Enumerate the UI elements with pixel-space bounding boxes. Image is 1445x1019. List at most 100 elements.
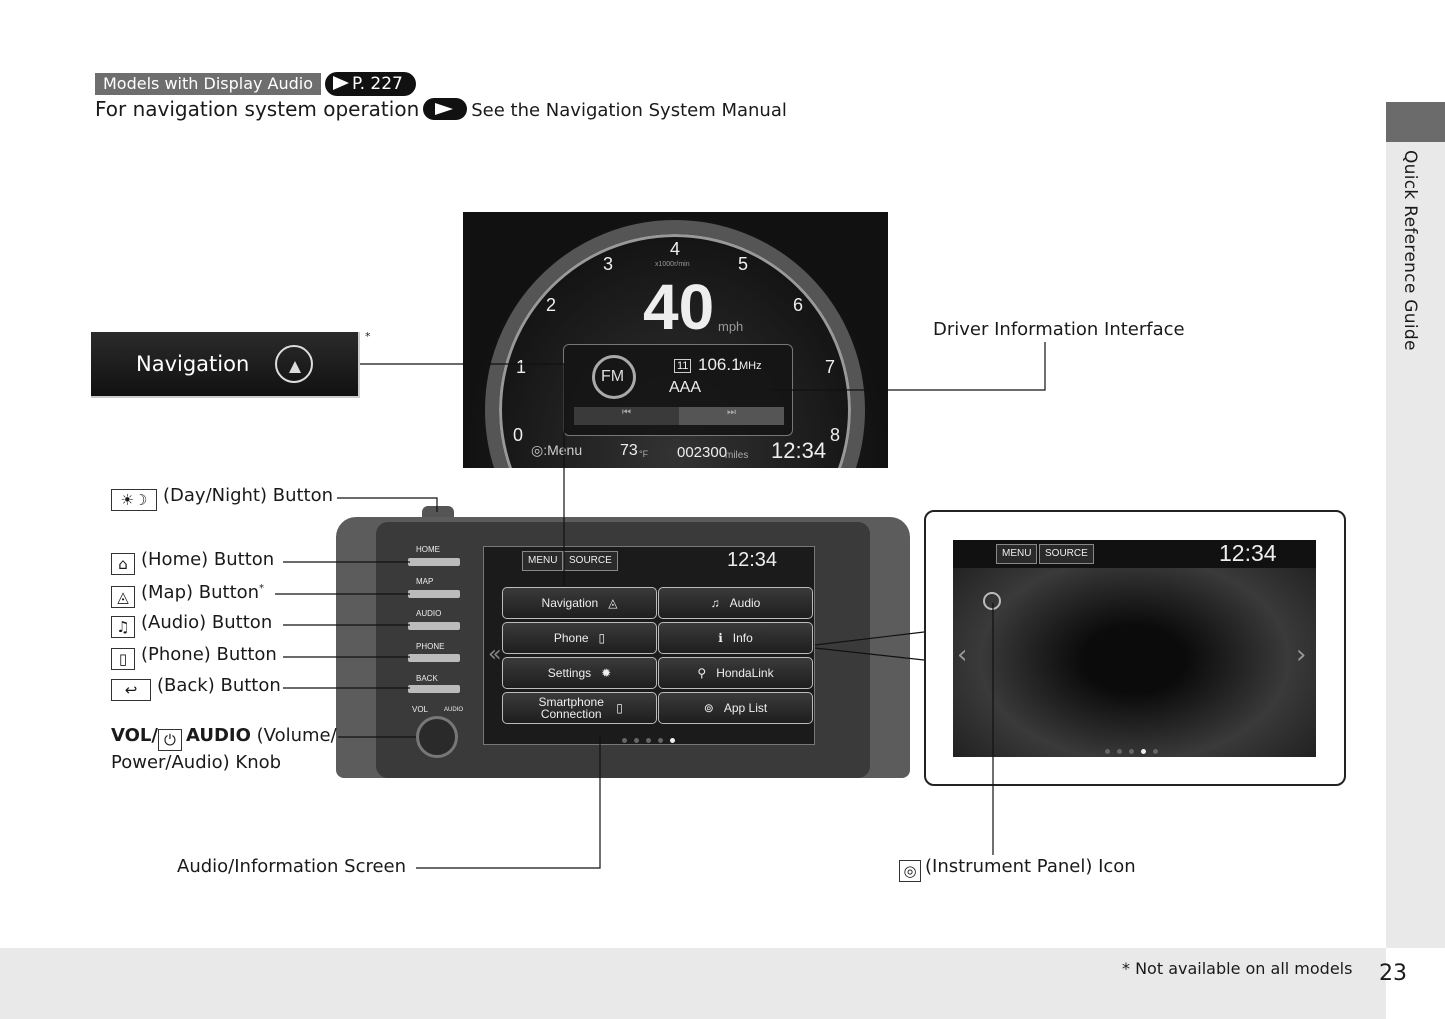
phone-label: ▯ (Phone) Button bbox=[111, 644, 277, 670]
home-hard-button bbox=[408, 558, 460, 566]
footer-band bbox=[0, 948, 1386, 1019]
tile-label: Info bbox=[732, 631, 753, 645]
tick-label: 8 bbox=[830, 425, 841, 445]
seek-controls: ⏮⏭ bbox=[574, 407, 784, 425]
source-button: SOURCE bbox=[563, 551, 618, 571]
screen-label: Audio/Information Screen bbox=[177, 856, 407, 877]
instrument-panel-screen: MENU SOURCE 12:34 ‹ › bbox=[953, 540, 1316, 757]
footnote: * Not available on all models bbox=[1122, 959, 1353, 978]
tile-label: Navigation bbox=[541, 596, 599, 610]
tile-label: Settings bbox=[547, 666, 592, 680]
preset-number: 11 bbox=[674, 359, 692, 373]
tick-label: 6 bbox=[793, 295, 804, 315]
label-text: (Phone) Button bbox=[141, 644, 277, 665]
inset-clock: 12:34 bbox=[1219, 540, 1277, 566]
navigation-button-illustration: Navigation bbox=[91, 332, 360, 398]
menu-hint-text: :Menu bbox=[543, 442, 583, 458]
audio-hard-button bbox=[408, 622, 460, 630]
link-icon: ⚲ bbox=[697, 666, 707, 680]
phone-hard-button bbox=[408, 654, 460, 662]
label-text: (Home) Button bbox=[141, 549, 275, 570]
instrument-icon-label: ◎(Instrument Panel) Icon bbox=[899, 856, 1136, 882]
seek-forward-icon: ⏭ bbox=[679, 407, 784, 425]
tick-label: 3 bbox=[603, 254, 614, 274]
tick-label: 7 bbox=[825, 357, 836, 377]
label-text: AUDIO bbox=[185, 725, 251, 746]
dii-clock: 12:34 bbox=[771, 438, 827, 463]
home-icon: ⌂ bbox=[111, 553, 135, 575]
prev-page-icon: « bbox=[488, 642, 502, 667]
footer-tab-area bbox=[1386, 948, 1445, 1019]
home-hard-label: HOME bbox=[416, 545, 440, 554]
inset-source-button: SOURCE bbox=[1039, 544, 1094, 564]
tile-app-list: ⊚App List bbox=[658, 692, 813, 724]
home-label: ⌂ (Home) Button bbox=[111, 549, 274, 575]
phone-icon: ▯ bbox=[111, 648, 135, 670]
station-name: AAA bbox=[669, 379, 702, 396]
audio-knob-label: AUDIO bbox=[444, 707, 464, 713]
map-hard-label: MAP bbox=[416, 577, 434, 586]
dii-label: Driver Information Interface bbox=[933, 319, 1185, 340]
label-text: Power/Audio) Knob bbox=[111, 752, 282, 773]
map-label: ◬(Map) Button* bbox=[111, 582, 264, 608]
page-indicator bbox=[622, 738, 675, 743]
tile-label: Audio bbox=[729, 596, 761, 610]
tick-label: 1 bbox=[516, 357, 527, 377]
page-number: 23 bbox=[1379, 961, 1407, 986]
tile-settings: Settings ✹ bbox=[502, 657, 657, 689]
audio-info-panel: FM 11 106.1 MHz AAA ⏮⏭ bbox=[563, 344, 793, 436]
tile-label: Phone bbox=[553, 631, 589, 645]
info-icon: ℹ bbox=[718, 631, 723, 645]
screen-clock: 12:34 bbox=[727, 549, 778, 571]
tile-phone: Phone▯ bbox=[502, 622, 657, 654]
instrument-panel-icon bbox=[983, 592, 1001, 610]
back-label: ↩ (Back) Button bbox=[111, 675, 281, 701]
tick-label: 4 bbox=[670, 239, 681, 259]
asterisk: * bbox=[259, 583, 265, 594]
next-page-icon: › bbox=[1296, 640, 1307, 670]
speed-readout: 40 bbox=[643, 271, 715, 343]
back-icon: ↩ bbox=[111, 679, 151, 701]
label-text: (Map) Button bbox=[141, 582, 260, 603]
tick-label: 2 bbox=[546, 295, 557, 315]
tile-hondalink: ⚲HondaLink bbox=[658, 657, 813, 689]
tile-navigation: Navigation ◬ bbox=[502, 587, 657, 619]
side-tab-label: Quick Reference Guide bbox=[1400, 150, 1420, 351]
label-text: (Back) Button bbox=[157, 675, 281, 696]
phone-hard-label: PHONE bbox=[416, 642, 445, 651]
asterisk: * bbox=[365, 330, 371, 343]
gear-icon: ✹ bbox=[601, 666, 612, 680]
sun-moon-icon: ☀☽ bbox=[111, 489, 157, 511]
apps-icon: ⊚ bbox=[703, 701, 714, 715]
menu-hint: ◎:Menu bbox=[531, 442, 582, 459]
rpm-unit: x1000r/min bbox=[655, 261, 690, 268]
map-hard-button bbox=[408, 590, 460, 598]
tile-info: ℹ Info bbox=[658, 622, 813, 654]
nav-button-label: Navigation bbox=[136, 352, 250, 376]
driver-information-interface-screen: 0 1 2 3 4 5 6 7 8 x1000r/min 40 mph FM 1… bbox=[463, 212, 888, 468]
instrument-panel-icon: ◎ bbox=[899, 860, 921, 882]
nav-manual-ref: See the Navigation System Manual bbox=[471, 100, 787, 121]
fm-icon: FM bbox=[592, 355, 636, 399]
map-icon: ◬ bbox=[608, 596, 618, 610]
audio-information-screen: MENU SOURCE 12:34 « Navigation◬ Phone▯ S… bbox=[483, 546, 815, 745]
label-text: (Volume/ bbox=[256, 725, 337, 746]
temp-unit: °F bbox=[639, 449, 649, 459]
models-badge: Models with Display Audio bbox=[95, 73, 322, 95]
label-text: VOL/ bbox=[111, 725, 158, 746]
arrow-icon bbox=[333, 76, 349, 90]
tick-label: 5 bbox=[738, 254, 749, 274]
tile-smartphone: Smartphone Connection▯ bbox=[502, 692, 657, 724]
day-night-label: ☀☽ (Day/Night) Button bbox=[111, 485, 333, 511]
page-ref-link[interactable]: P. 227 bbox=[325, 72, 416, 96]
label-text: (Day/Night) Button bbox=[163, 485, 334, 506]
inset-menu-button: MENU bbox=[996, 544, 1038, 564]
outside-temp: 73 bbox=[620, 442, 638, 459]
arrow-icon bbox=[423, 98, 468, 120]
volume-knob bbox=[416, 716, 458, 758]
odometer: 002300 bbox=[677, 444, 728, 461]
page-indicator bbox=[1105, 749, 1158, 754]
page-ref-label: P. 227 bbox=[352, 74, 403, 94]
